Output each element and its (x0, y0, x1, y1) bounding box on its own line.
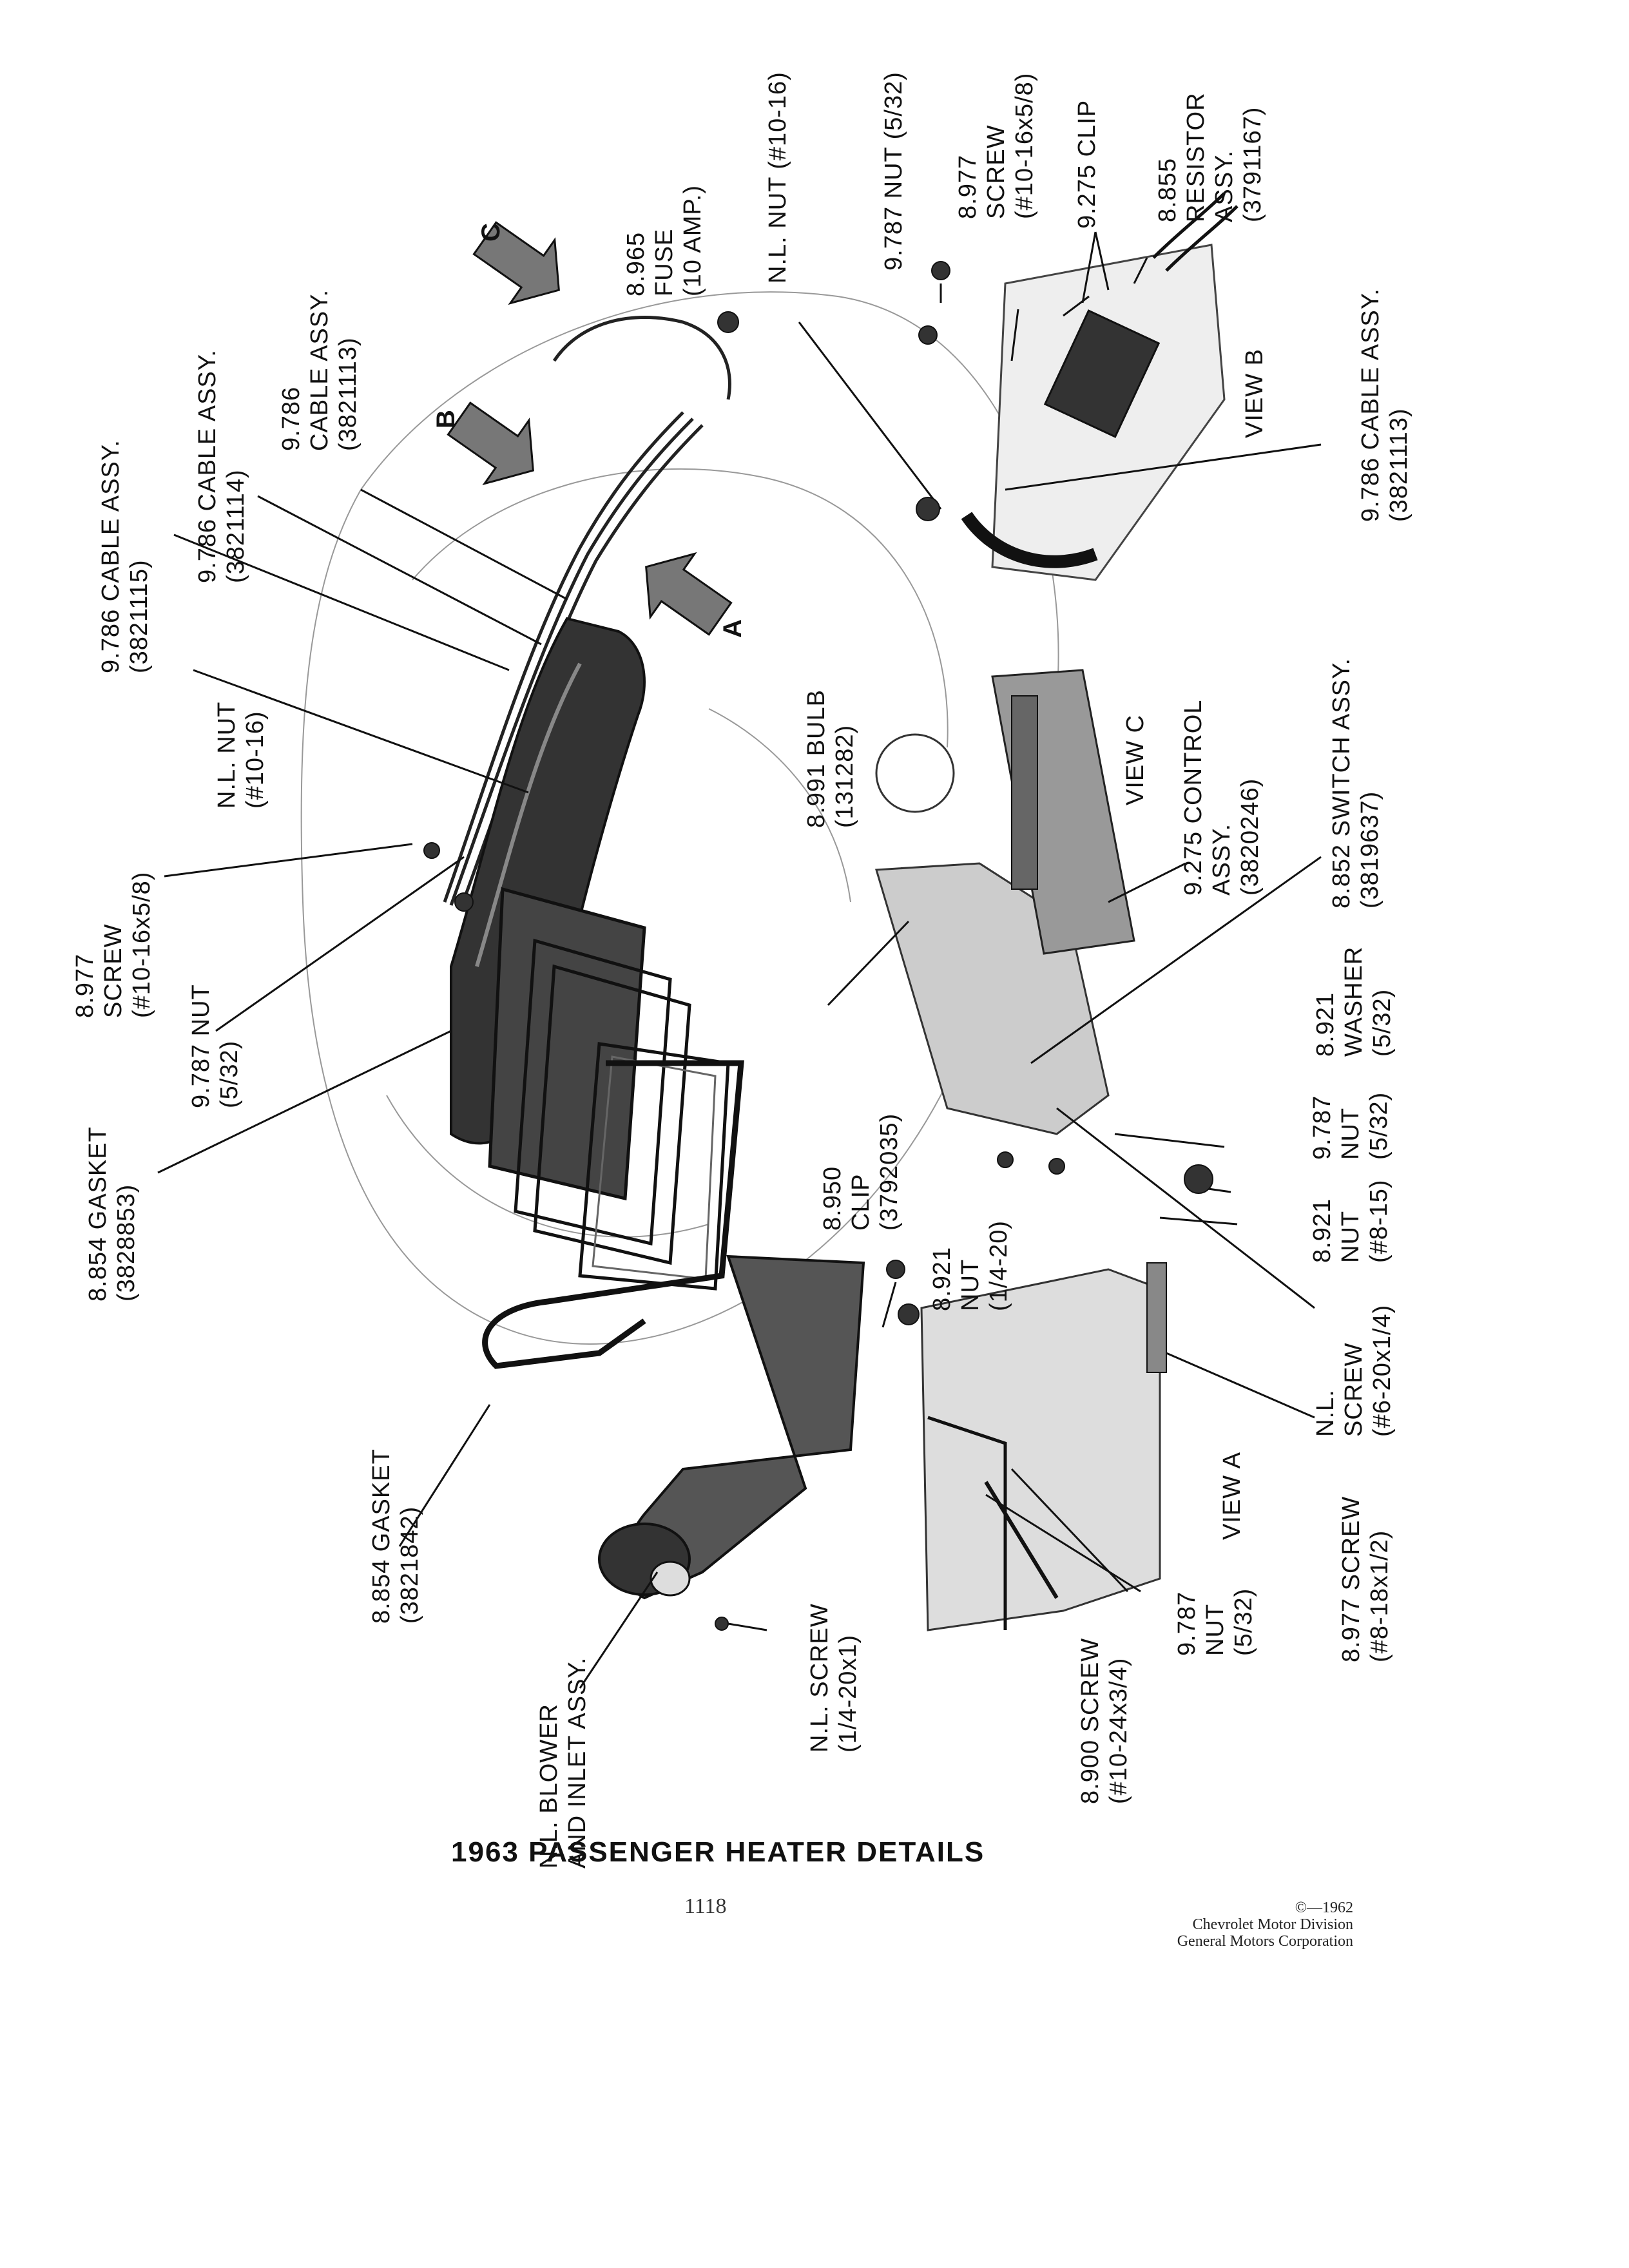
label-screw-1024: 8.900 SCREW(#10-24x3/4) (1077, 1637, 1132, 1804)
label-screw-818: 8.977 SCREW(#8-18x1/2) (1338, 1495, 1393, 1662)
body-panel-outline (300, 291, 1059, 1345)
label-view-b: VIEW B (1241, 348, 1268, 438)
label-nl-nut-left: N.L. NUT(#10-16) (213, 701, 269, 809)
heater-core-frames (488, 887, 730, 1291)
view-a-inset (920, 1262, 1167, 1631)
label-cable-3821115: 9.786 CABLE ASSY.(3821115) (97, 439, 153, 673)
label-nl-nut-top: N.L. NUT (#10-16) (764, 72, 791, 284)
label-switch: 8.852 SWITCH ASSY.(3819637) (1328, 657, 1383, 908)
arrow-letter-c: C (477, 223, 505, 242)
blower-case (598, 1254, 865, 1600)
leader-lines (157, 231, 1322, 1689)
label-bulb: 8.991 BULB(131282) (803, 689, 858, 828)
label-gasket-3821842: 8.854 GASKET(3821842) (368, 1448, 423, 1624)
view-c-inset (875, 669, 1135, 1135)
label-view-c: VIEW C (1122, 714, 1149, 805)
view-b-inset (961, 192, 1239, 581)
label-nut-532-left: 9.787 NUT(5/32) (188, 984, 243, 1108)
label-clip-viewb: 9.275 CLIP (1074, 99, 1101, 229)
label-gasket-3828853: 8.854 GASKET(3828853) (84, 1126, 140, 1302)
arrow-letter-b: B (432, 410, 460, 428)
hardware-dots (423, 261, 1213, 1631)
label-nl-screw-bottom: N.L. SCREW(1/4-20x1) (806, 1603, 862, 1753)
direction-arrows (447, 221, 733, 636)
label-cable-3821113-viewb: 9.786 CABLE ASSY.(3821113) (1357, 288, 1412, 522)
label-nl-screw-620: N.L.SCREW(#6-20x1/4) (1312, 1304, 1396, 1437)
label-view-a: VIEW A (1219, 1452, 1246, 1540)
figure-title: 1963 PASSENGER HEATER DETAILS (451, 1836, 985, 1868)
arrow-letter-a: A (718, 619, 747, 638)
label-nut-532-viewb: 9.787 NUT (5/32) (880, 72, 907, 271)
page-number: 1118 (684, 1894, 727, 1918)
gasket-loop (482, 1060, 744, 1369)
label-cable-3821114: 9.786 CABLE ASSY.(3821114) (194, 349, 249, 583)
